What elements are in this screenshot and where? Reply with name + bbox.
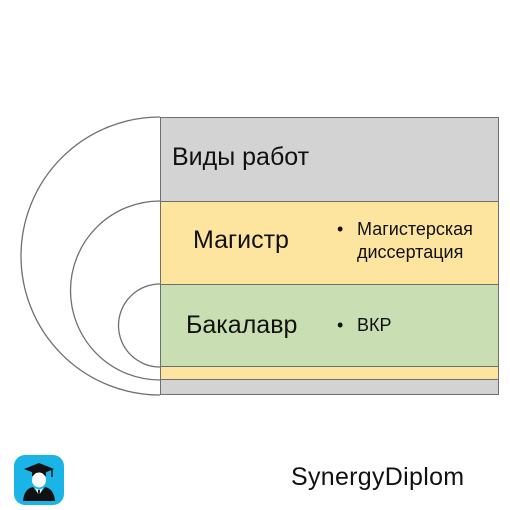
- level-bachelor-item: • ВКР: [337, 314, 392, 337]
- level-master-item-text: Магистерская диссертация: [357, 219, 473, 262]
- level-bachelor-label: Бакалавр: [186, 311, 298, 339]
- band-bachelor: [160, 284, 499, 367]
- bullet-icon: •: [337, 315, 344, 335]
- level-master-label: Магистр: [193, 226, 289, 254]
- bullet-icon: •: [337, 219, 344, 239]
- level-bachelor-item-text: ВКР: [357, 315, 392, 335]
- graduate-icon: [14, 455, 64, 505]
- inner-arc: [117, 283, 161, 368]
- level-master-item: • Магистерская диссертация: [337, 218, 492, 264]
- brand-name: SynergyDiplom: [291, 463, 465, 491]
- diagram-title: Виды работ: [172, 143, 310, 171]
